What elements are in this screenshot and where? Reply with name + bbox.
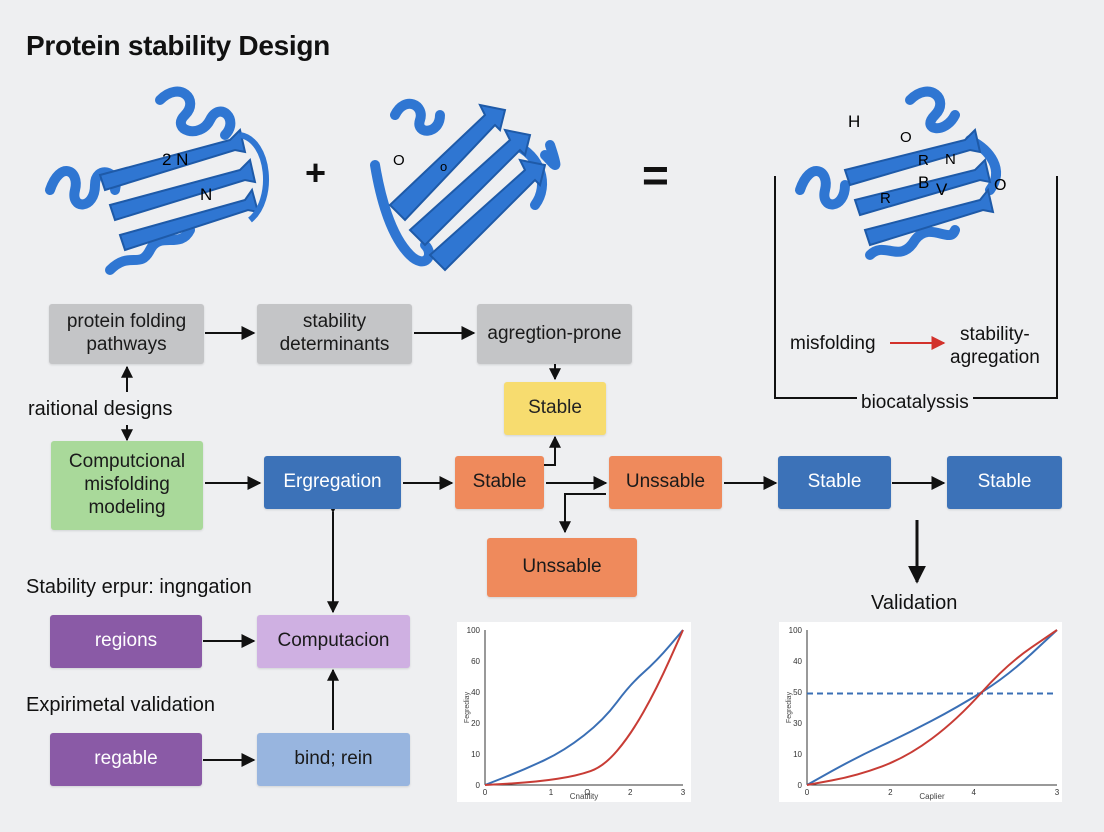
x-tick-label: 4: [971, 788, 976, 797]
unssable-box: Unssable: [609, 456, 722, 509]
unssable-lower-box: Unssable: [487, 538, 637, 597]
x-axis-label: Caplier: [919, 792, 945, 801]
experimental-validation-label: Expirimetal validation: [26, 694, 215, 716]
y-tick-label: 0: [476, 781, 481, 790]
molecule-label: R: [880, 190, 891, 207]
molecule-label: O: [994, 177, 1006, 194]
x-tick-label: Ω: [584, 788, 590, 797]
x-tick-label: 3: [681, 788, 686, 797]
x-tick-label: 3: [1055, 788, 1060, 797]
molecule-label: V: [936, 180, 948, 199]
stable-yellow-box: Stable: [504, 382, 606, 435]
y-tick-label: 50: [793, 688, 802, 697]
y-tick-label: 10: [471, 750, 480, 759]
molecule-label: N: [200, 185, 212, 204]
rational-designs-label: raitional designs: [28, 398, 173, 420]
y-tick-label: 0: [798, 781, 803, 790]
stable-blue-box: Stable: [778, 456, 891, 509]
y-tick-label: 40: [793, 657, 802, 666]
x-tick-label: 2: [628, 788, 633, 797]
plus-sign: +: [305, 152, 327, 193]
y-tick-label: 20: [471, 719, 480, 728]
molecule-label: o: [440, 159, 447, 174]
misfolding-label: misfolding: [790, 333, 876, 354]
series-line-1: [484, 629, 684, 786]
series-line-0: [806, 629, 1058, 786]
x-tick-label: 0: [805, 788, 810, 797]
y-tick-label: 60: [471, 657, 480, 666]
x-axis-label: Cnatility: [570, 792, 598, 801]
y-axis-label: Fegrediay: [464, 691, 471, 723]
stability-section-label: Stability erpur: ingngation: [26, 576, 252, 598]
x-tick-label: 2: [888, 788, 893, 797]
y-tick-label: 10: [793, 750, 802, 759]
validation-label: Validation: [871, 592, 958, 614]
stable-orange-box: Stable: [455, 456, 544, 509]
aggregation-prone-box: agregtion-prone: [477, 304, 632, 364]
molecule-label: R: [918, 152, 929, 169]
x-tick-label: 0: [483, 788, 488, 797]
y-tick-label: 100: [789, 626, 803, 635]
ergregation-box: Ergregation: [264, 456, 401, 509]
stability-determinants-box: stability determinants: [257, 304, 412, 364]
computation-box: Computacion: [257, 615, 410, 668]
molecule-label: B: [918, 173, 929, 192]
folding-pathways-box: protein folding pathways: [49, 304, 204, 364]
bind-rein-box: bind; rein: [257, 733, 410, 786]
molecule-label: N: [945, 151, 956, 168]
y-tick-label: 30: [793, 719, 802, 728]
molecule-label: O: [393, 152, 405, 169]
stability-aggregation-label: stability- agregation: [950, 324, 1040, 368]
regable-box: regable: [50, 733, 202, 786]
stable-blue-box: Stable: [947, 456, 1062, 509]
equals-sign: =: [642, 149, 669, 201]
molecule-label: H: [848, 112, 860, 131]
computational-modeling-box: Computcional misfolding modeling: [51, 441, 203, 530]
series-line-1: [806, 629, 1058, 786]
protein-structure-left: 2 N N: [45, 86, 269, 275]
protein-structure-middle: O o: [370, 98, 561, 272]
series-line-0: [484, 629, 684, 786]
biocatalysis-label: biocatalyssis: [857, 392, 973, 414]
y-tick-label: 100: [467, 626, 481, 635]
y-tick-label: 40: [471, 688, 480, 697]
molecule-label: 2 N: [162, 150, 188, 169]
protein-structure-right: H O R N B R V O: [795, 86, 1006, 260]
y-axis-label: Fegrediay: [786, 691, 793, 723]
regions-box: regions: [50, 615, 202, 668]
page-title: Protein stability Design: [26, 30, 330, 61]
x-tick-label: 1: [549, 788, 554, 797]
molecule-label: O: [900, 129, 912, 146]
